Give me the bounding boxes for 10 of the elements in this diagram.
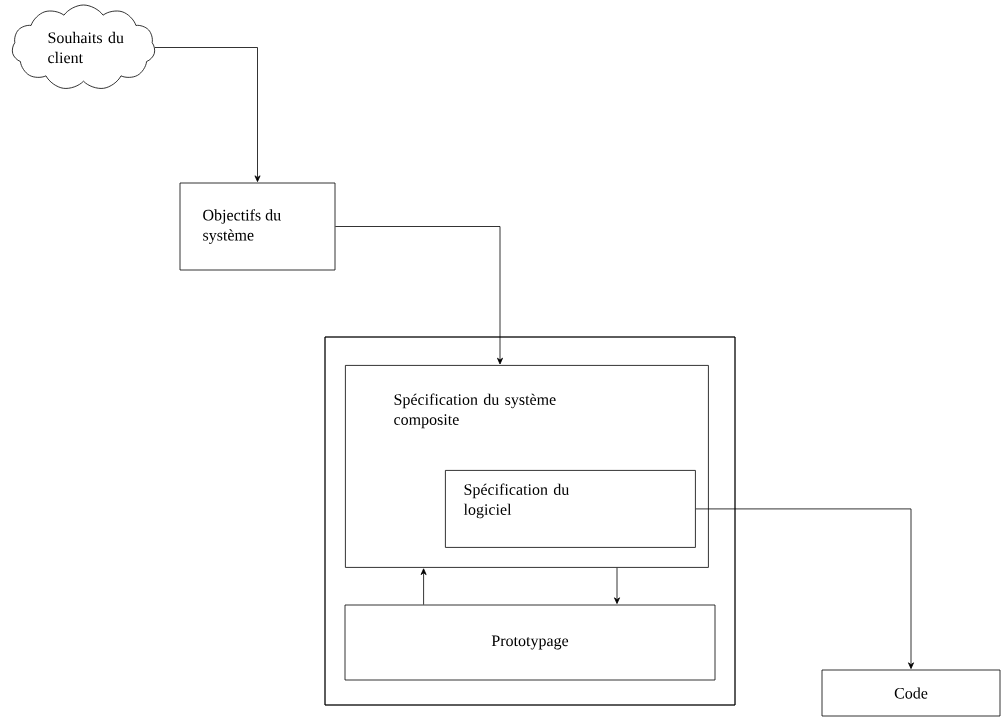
process-box: Code [821, 669, 1001, 717]
arrow [420, 568, 427, 605]
arrow [695, 508, 914, 669]
process-box: Prototypage [344, 604, 716, 681]
arrow [154, 47, 261, 182]
process-box: Spécification du logiciel [445, 470, 696, 548]
container-box [324, 336, 736, 706]
arrow [614, 567, 620, 604]
arrow [335, 226, 503, 365]
process-box: Objectifs du système [179, 182, 336, 271]
